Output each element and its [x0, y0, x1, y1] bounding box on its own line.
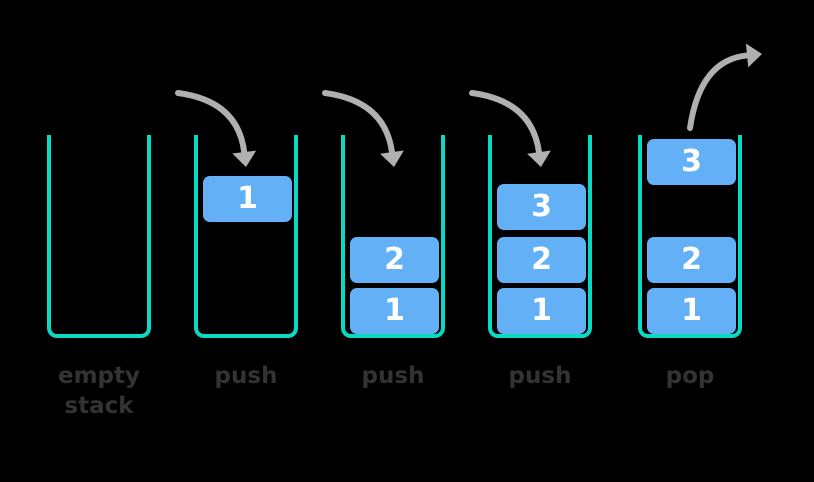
arrowhead-push-push-1 [232, 150, 257, 167]
stack-container [47, 135, 151, 338]
arrow-pop-pop-3 [687, 52, 751, 131]
stack-block: 1 [350, 288, 439, 334]
arrowhead-pop-pop-3 [745, 43, 762, 68]
stack-container [194, 135, 298, 338]
stage-caption-push-1: push [214, 363, 278, 389]
stack-block: 2 [647, 237, 736, 283]
arrow-push-push-3 [469, 90, 542, 156]
stack-block: 2 [497, 237, 586, 283]
stack-block: 2 [350, 237, 439, 283]
stage-caption-empty-stack: empty stack [57, 363, 141, 419]
arrow-push-push-1 [175, 90, 248, 156]
stack-block-popped: 3 [647, 139, 736, 185]
stage-caption-pop-3: pop [665, 363, 715, 389]
arrowhead-push-push-3 [527, 150, 551, 167]
stage-caption-push-3: push [508, 363, 572, 389]
stack-block: 1 [497, 288, 586, 334]
arrow-push-push-2 [322, 90, 395, 156]
stack-container [341, 135, 445, 338]
stack-block: 1 [203, 176, 292, 222]
stack-block: 1 [647, 288, 736, 334]
stack-block: 3 [497, 184, 586, 230]
stage-caption-push-2: push [361, 363, 425, 389]
stack-container [488, 135, 592, 338]
arrowhead-push-push-2 [380, 150, 404, 167]
stack-container [638, 135, 742, 338]
